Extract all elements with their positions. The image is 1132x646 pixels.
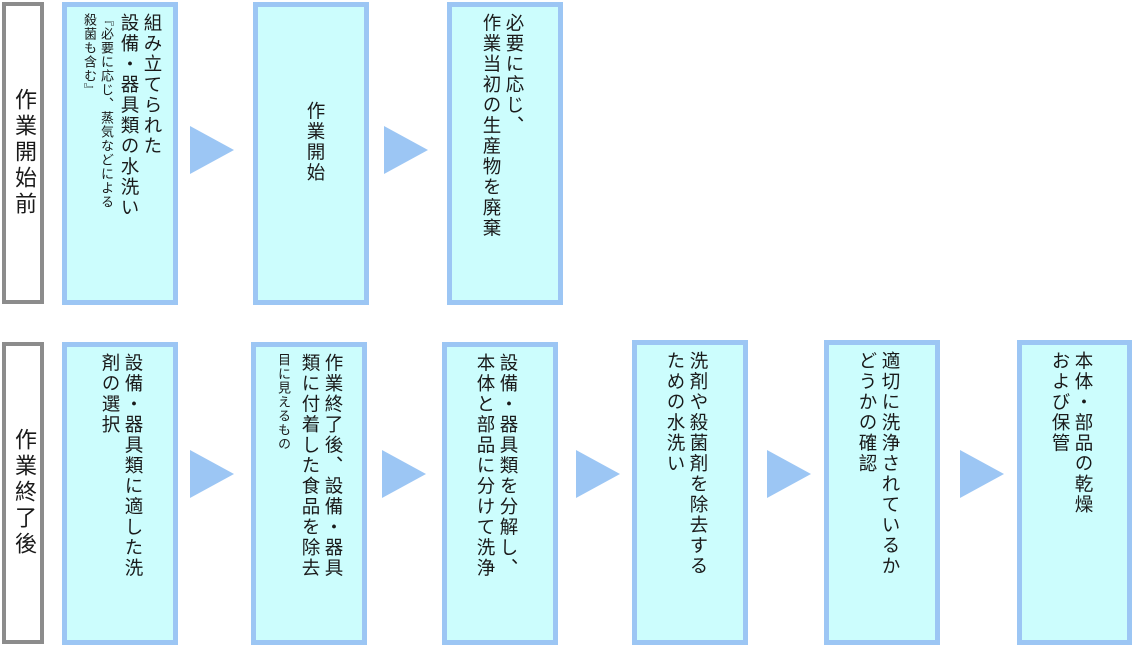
- step-text-line-2: 設備・器具類の水洗い: [118, 13, 139, 218]
- step-box-remove-food-residue: 作業終了後、設備・器具 類に付着した食品を除去 目に見えるもの: [251, 342, 367, 645]
- step-box-rinse-assembled-equipment: 組み立てられた 設備・器具類の水洗い 『必要に応じ、蒸気などによる 殺菌も含む』: [62, 2, 178, 305]
- step-text-line-1: 設備・器具類に適した洗: [122, 353, 143, 579]
- step-text-line-1: 洗剤や殺菌剤を除去する: [687, 351, 708, 577]
- step-text-line-1: 組み立てられた: [141, 13, 162, 157]
- step-box-disassemble-and-wash: 設備・器具類を分解し、 本体と部品に分けて洗浄: [442, 342, 558, 645]
- step-box-verify-cleaning: 適切に洗浄されているか どうかの確認: [824, 340, 940, 645]
- step-box-select-detergent: 設備・器具類に適した洗 剤の選択: [62, 342, 178, 645]
- step-box-rinse-chemicals: 洗剤や殺菌剤を除去する ための水洗い: [632, 340, 748, 645]
- step-text-line-2: 類に付着した食品を除去: [299, 353, 320, 579]
- flow-arrow: [960, 450, 1004, 498]
- step-note-line-2: 殺菌も含む』: [81, 13, 96, 97]
- step-text-line-2: 本体と部品に分けて洗浄: [474, 353, 495, 579]
- step-text-line-1: 本体・部品の乾燥: [1072, 351, 1093, 515]
- row-label-before-work: 作業開始前: [2, 2, 44, 304]
- step-box-discard-initial-product: 必要に応じ、 作業当初の生産物を廃棄: [447, 2, 563, 305]
- step-text-line-2: 作業当初の生産物を廃棄: [480, 13, 501, 239]
- flow-arrow: [384, 126, 428, 174]
- step-text-line-1: 作業終了後、設備・器具: [322, 353, 343, 579]
- row-label-after-work: 作業終了後: [2, 342, 44, 644]
- step-text-line-2: 剤の選択: [99, 353, 120, 435]
- step-text-line-1: 必要に応じ、: [503, 13, 524, 136]
- step-note-line-1: 『必要に応じ、蒸気などによる: [98, 13, 113, 209]
- flow-arrow: [767, 450, 811, 498]
- row-label-text: 作業開始前: [11, 88, 36, 218]
- step-text-line-2: どうかの確認: [856, 351, 877, 474]
- flow-arrow: [190, 450, 234, 498]
- row-label-text: 作業終了後: [11, 428, 36, 558]
- flow-arrow: [190, 126, 234, 174]
- step-text-line-1: 設備・器具類を分解し、: [497, 353, 518, 579]
- step-text-line-2: および保管: [1049, 351, 1070, 454]
- step-text-line-2: ための水洗い: [664, 351, 685, 474]
- step-text-line-1: 適切に洗浄されているか: [879, 351, 900, 577]
- step-note-line-1: 目に見えるもの: [275, 353, 290, 451]
- flow-arrow: [382, 450, 426, 498]
- step-box-start-work: 作業開始: [253, 2, 369, 305]
- step-text-line-1: 作業開始: [304, 101, 325, 183]
- flow-arrow: [576, 450, 620, 498]
- step-box-dry-and-store: 本体・部品の乾燥 および保管: [1017, 340, 1132, 645]
